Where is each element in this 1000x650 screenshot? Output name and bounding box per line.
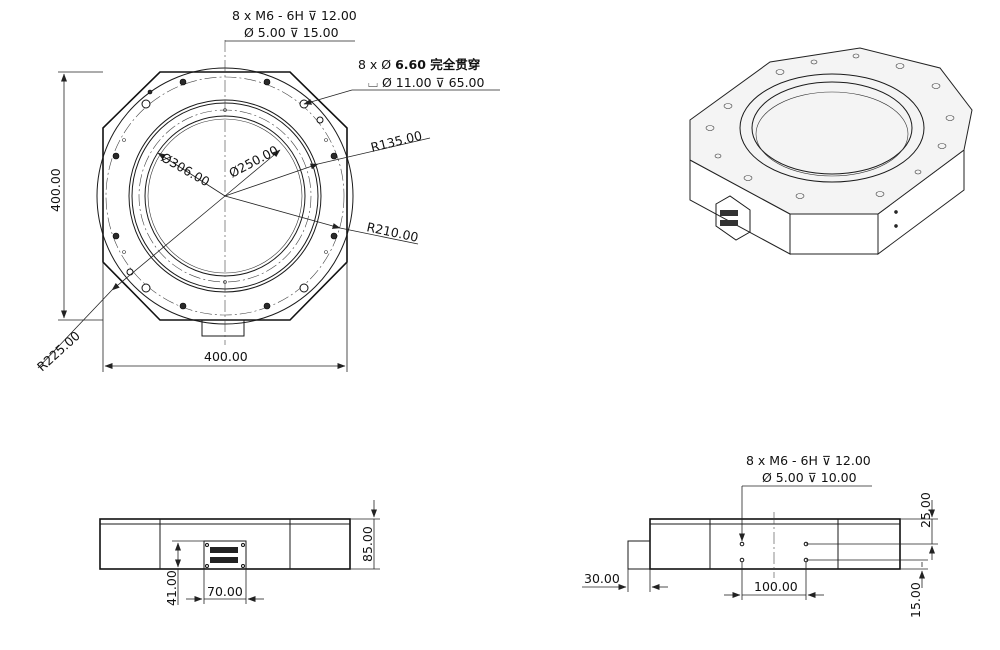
- through-hole-line1-prefix: 8 x Ø: [358, 57, 395, 72]
- iso-bore-outer: [739, 73, 925, 183]
- dim-line-r210: [224, 195, 341, 229]
- through-hole-leader: [303, 89, 353, 105]
- label-side-30: 30.00: [584, 571, 620, 586]
- iso-holes: [705, 53, 955, 199]
- label-front-85: 85.00: [360, 526, 375, 562]
- dim-line-r225: [111, 195, 226, 291]
- side-view: 8 x M6 - 6H ⊽ 12.00 Ø 5.00 ⊽ 10.00 30.00…: [582, 453, 938, 618]
- front-connector-screw: [241, 564, 245, 568]
- dim-leader-r225: [37, 289, 113, 369]
- label-r225: R225.00: [34, 328, 83, 374]
- label-side-100: 100.00: [754, 579, 798, 594]
- dim-leader-r210: [339, 227, 419, 245]
- bore-d250-inner: [147, 118, 303, 274]
- iso-bore-inner: [751, 81, 913, 175]
- iso-top-face: [689, 47, 973, 215]
- through-hole-line1-bold: 6.60 完全贯穿: [395, 57, 480, 72]
- front-connector-screw: [241, 543, 245, 547]
- front-connector: [203, 540, 247, 570]
- iso-side-dot: [894, 210, 898, 214]
- iso-side-dot: [894, 224, 898, 228]
- dim-line-d250: [224, 149, 281, 197]
- iso-side-front: [789, 213, 879, 255]
- iso-bore-wall: [755, 91, 909, 177]
- isometric-view: [689, 47, 973, 255]
- connector-stub: [201, 319, 245, 337]
- label-front-70: 70.00: [207, 584, 243, 599]
- iso-connector: [715, 195, 751, 241]
- label-d250: Ø250.00: [226, 142, 280, 180]
- label-side-15: 15.00: [908, 582, 923, 618]
- outer-holes: [112, 78, 338, 310]
- dim-leader-r135: [317, 137, 431, 165]
- front-connector-screw: [205, 564, 209, 568]
- through-hole-line1: 8 x Ø 6.60 完全贯穿: [358, 57, 480, 72]
- dim-line-d306: [157, 152, 226, 197]
- front-connector-slot-lower: [210, 557, 238, 563]
- side-thread-callout-line1: 8 x M6 - 6H ⊽ 12.00: [746, 453, 871, 468]
- dim-line-r135: [224, 163, 319, 197]
- label-side-25: 25.00: [918, 492, 933, 528]
- thread-callout-line2: Ø 5.00 ⊽ 15.00: [244, 25, 339, 40]
- label-r210: R210.00: [365, 219, 419, 245]
- side-thread-callout-line2: Ø 5.00 ⊽ 10.00: [762, 470, 857, 485]
- label-r135: R135.00: [369, 128, 424, 155]
- label-d306: Ø306.00: [159, 150, 213, 190]
- thread-callout-line1: 8 x M6 - 6H ⊽ 12.00: [232, 8, 357, 23]
- through-hole-line2: ⌴ Ø 11.00 ⊽ 65.00: [368, 75, 484, 90]
- side-hole: [739, 541, 745, 547]
- small-holes: [122, 108, 328, 284]
- front-connector-screw: [205, 543, 209, 547]
- plate-outline: [102, 71, 348, 321]
- label-front-41: 41.00: [164, 570, 179, 606]
- side-hole: [739, 557, 745, 563]
- label-width-400: 400.00: [204, 349, 248, 364]
- top-view: Ø306.00 Ø250.00 R135.00 R210.00 R225.00 …: [34, 8, 500, 374]
- label-height-400: 400.00: [48, 168, 63, 212]
- front-view: 85.00 41.00 70.00: [99, 500, 380, 606]
- front-connector-slot-upper: [210, 547, 238, 553]
- side-connector: [627, 540, 651, 570]
